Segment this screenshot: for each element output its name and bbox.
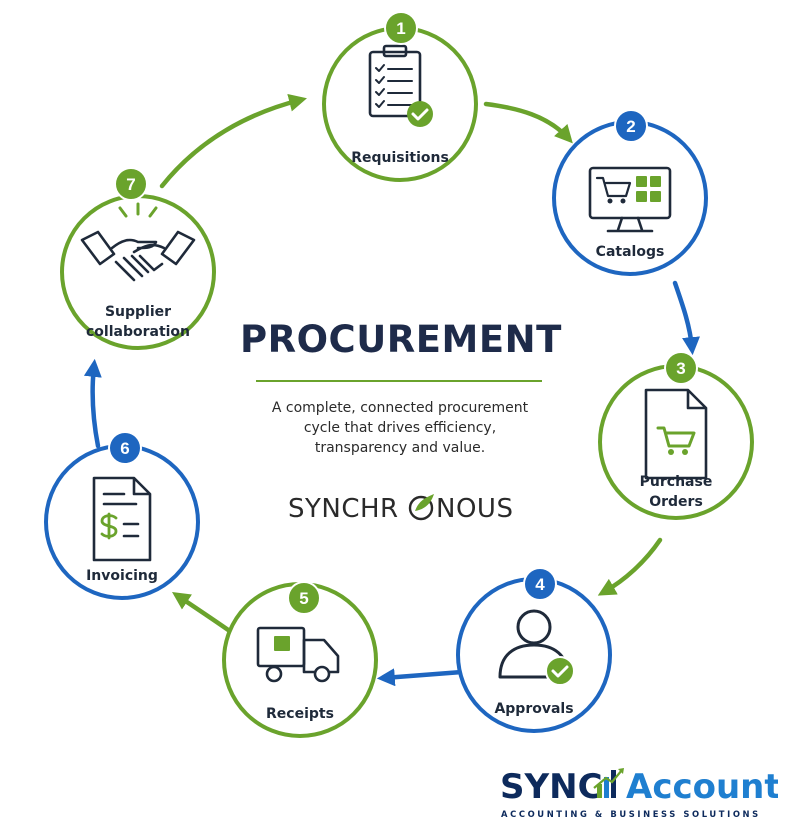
step-number-badge [523,567,557,601]
brand-text-start: SYNCHR [288,494,399,524]
step-number: 7 [126,175,135,194]
step-number-badge [384,11,418,45]
step-label: Receipts [266,706,334,722]
step-number: 1 [396,19,405,38]
logo-accounts-text: Accounts [626,767,778,807]
step-number: 6 [120,439,129,458]
step-number-badge [114,167,148,201]
step-label: Requisitions [351,150,449,166]
step-number: 3 [676,359,685,378]
step-number-badge [664,351,698,385]
step-number: 2 [626,117,635,136]
step-label: Orders [649,494,703,510]
logo-sync-text: SYNC [500,767,603,807]
cycle-arrow-2 [672,280,700,356]
tagline-line-1: A complete, connected procurement [271,400,529,416]
cycle-arrows [83,93,700,687]
logo-tagline: ACCOUNTING & BUSINESS SOLUTIONS [501,809,761,819]
tagline: A complete, connected procurement cycle … [255,398,545,458]
invoice-dollar-icon [92,476,152,562]
handshake-icon [80,202,196,282]
cycle-arrow-4 [376,668,465,687]
sync-accounts-logo: SYNC Accounts ACCOUNTING & BUSINESS SOLU… [500,767,778,819]
cycle-arrow-6 [83,358,102,449]
step-5: Receipts 5 [222,581,378,738]
cycle-arrow-7 [159,93,307,189]
step-label: Purchase [640,474,713,490]
step-label: Supplier [105,304,171,320]
synchronous-brand: SYNCHR NOUS [288,494,513,524]
step-number-badge [287,581,321,615]
step-7: Supplier collaboration 7 [60,167,216,350]
step-label: Catalogs [596,244,665,260]
delivery-truck-icon [256,626,340,683]
step-1: Requisitions 1 [322,11,478,182]
cycle-arrow-5 [172,592,237,637]
step-number: 5 [299,589,308,608]
cycle-arrow-1 [483,101,573,144]
step-4: Approvals 4 [456,567,612,733]
step-label: Approvals [494,701,573,717]
bar-chart-logo-icon [593,768,624,798]
user-check-icon [498,609,575,686]
step-6: Invoicing 6 [44,431,200,600]
page-title: PROCUREMENT [240,318,562,361]
step-number-badge [108,431,142,465]
step-2: Catalogs 2 [552,109,708,276]
tagline-line-2: cycle that drives efficiency, [303,420,497,436]
document-cart-icon [644,388,708,480]
step-number: 4 [535,575,545,594]
tagline-line-3: transparency and value. [314,440,486,456]
brand-text-end: NOUS [436,494,513,524]
monitor-cart-icon [588,166,672,233]
step-label: Invoicing [86,568,158,584]
clipboard-check-icon [368,44,433,127]
title-divider [256,380,542,382]
step-number-badge [614,109,648,143]
step-label: collaboration [86,324,190,340]
leaf-o-icon [408,494,434,521]
cycle-arrow-3 [597,537,663,596]
